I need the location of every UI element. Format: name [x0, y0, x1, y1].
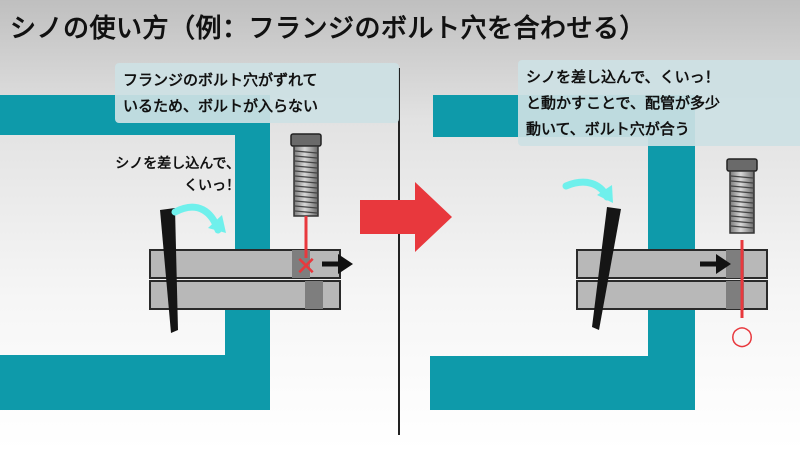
bolt-thread	[730, 215, 754, 219]
bolt-thread	[730, 200, 754, 204]
bolt-thread	[294, 190, 318, 194]
right-black-arrow-icon	[700, 254, 731, 274]
left-upper-pipe	[0, 95, 270, 250]
left-bolt-icon	[290, 133, 322, 217]
bolt-thread	[730, 195, 754, 199]
bolt-thread	[294, 160, 318, 164]
bolt-thread	[294, 195, 318, 199]
left-panel: ✕	[0, 95, 353, 410]
left-callout: フランジのボルト穴がずれて いるため、ボルトが入らない	[115, 63, 399, 123]
bolt-thread	[294, 170, 318, 174]
left-shino-tool-icon	[160, 208, 178, 333]
right-swipe-arrow-icon	[562, 178, 613, 203]
bolt-thread	[730, 205, 754, 209]
right-flange-lower	[576, 280, 768, 310]
left-note: シノを差し込んで、 くいっ！	[115, 156, 240, 194]
bolt-thread	[730, 185, 754, 189]
bolt-thread	[730, 210, 754, 214]
right-shino-tool-icon	[592, 207, 621, 330]
bolt-thread	[294, 150, 318, 154]
bolt-thread	[294, 210, 318, 214]
left-flange-lower	[149, 280, 341, 310]
bolt-thread	[730, 190, 754, 194]
bolt-thread	[294, 175, 318, 179]
bolt-thread	[730, 175, 754, 179]
bolt-thread	[294, 205, 318, 209]
left-lower-pipe	[0, 308, 270, 410]
left-bolt-threads	[294, 150, 318, 214]
bolt-thread	[294, 165, 318, 169]
bolt-thread	[294, 200, 318, 204]
right-bolt-marker: ○	[731, 321, 754, 351]
bolt-thread	[294, 180, 318, 184]
right-callout: シノを差し込んで、くいっ！ と動かすことで、配管が多少 動いて、ボルト穴が合う	[518, 60, 800, 146]
page-title: シノの使い方（例：フランジのボルト穴を合わせる）	[10, 14, 647, 44]
right-lower-pipe	[430, 308, 695, 410]
right-arrow-icon	[360, 182, 452, 252]
bolt-thread	[730, 225, 754, 229]
right-bolt-icon	[726, 158, 758, 234]
bolt-thread	[294, 185, 318, 189]
bolt-thread	[294, 155, 318, 159]
left-swipe-arrow-icon	[171, 203, 226, 234]
bolt-thread	[730, 220, 754, 224]
left-bolt-marker: ✕	[295, 252, 317, 282]
right-bolt-threads	[730, 175, 754, 229]
left-black-arrow-icon	[322, 254, 353, 274]
bolt-thread	[730, 180, 754, 184]
